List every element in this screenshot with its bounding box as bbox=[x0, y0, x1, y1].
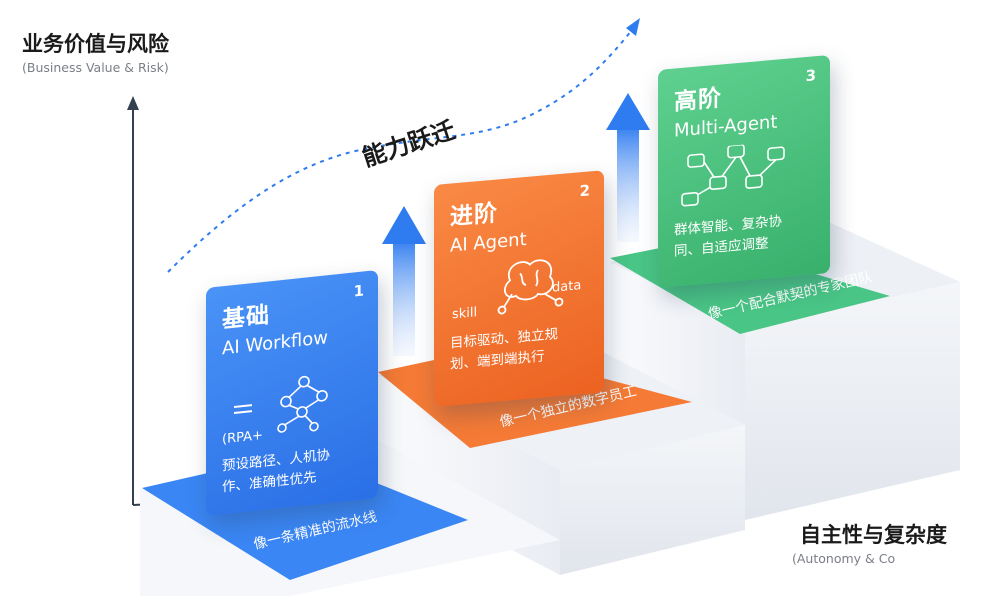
level-3-description: 群体智能、复杂协 同、自适应调整 bbox=[674, 208, 820, 263]
workflow-node-graph-icon bbox=[234, 375, 328, 433]
level-3-number: 3 bbox=[805, 66, 816, 86]
x-axis-subtitle: (Autonomy & Co bbox=[792, 551, 896, 566]
level-2-description: 目标驱动、独立规 划、端到端执行 bbox=[450, 321, 594, 376]
level-3-card: 3 高阶 Multi-Agent 群体智能、复杂协 同、自适应调整 bbox=[658, 54, 830, 288]
x-axis-title: 自主性与复杂度 bbox=[800, 523, 947, 547]
arrow-up-icon bbox=[382, 206, 426, 356]
arrow-up-icon bbox=[606, 93, 650, 242]
y-axis-subtitle: (Business Value & Risk) bbox=[22, 60, 169, 75]
brain-icon bbox=[497, 259, 564, 315]
robot-team-icon bbox=[681, 143, 785, 207]
level-1-icon-note: (RPA+ bbox=[222, 428, 263, 448]
brain-label-skill: skill bbox=[452, 305, 478, 323]
level-1-description: 预设路径、人机协 作、准确性优先 bbox=[222, 441, 368, 498]
brain-label-data: data bbox=[552, 278, 582, 296]
trend-curve bbox=[167, 18, 640, 273]
level-2-card: 2 进阶 AI Agent skill data 目标驱动、独立规 划、端到端执… bbox=[434, 170, 604, 407]
level-2-number: 2 bbox=[579, 181, 590, 201]
level-1-card: 1 基础 AI Workflow (RPA+ 预设路径、人机协 作、准确性优先 bbox=[206, 269, 378, 516]
y-axis-title: 业务价值与风险 bbox=[22, 32, 169, 56]
level-1-number: 1 bbox=[353, 281, 364, 301]
y-axis-line bbox=[127, 96, 139, 505]
